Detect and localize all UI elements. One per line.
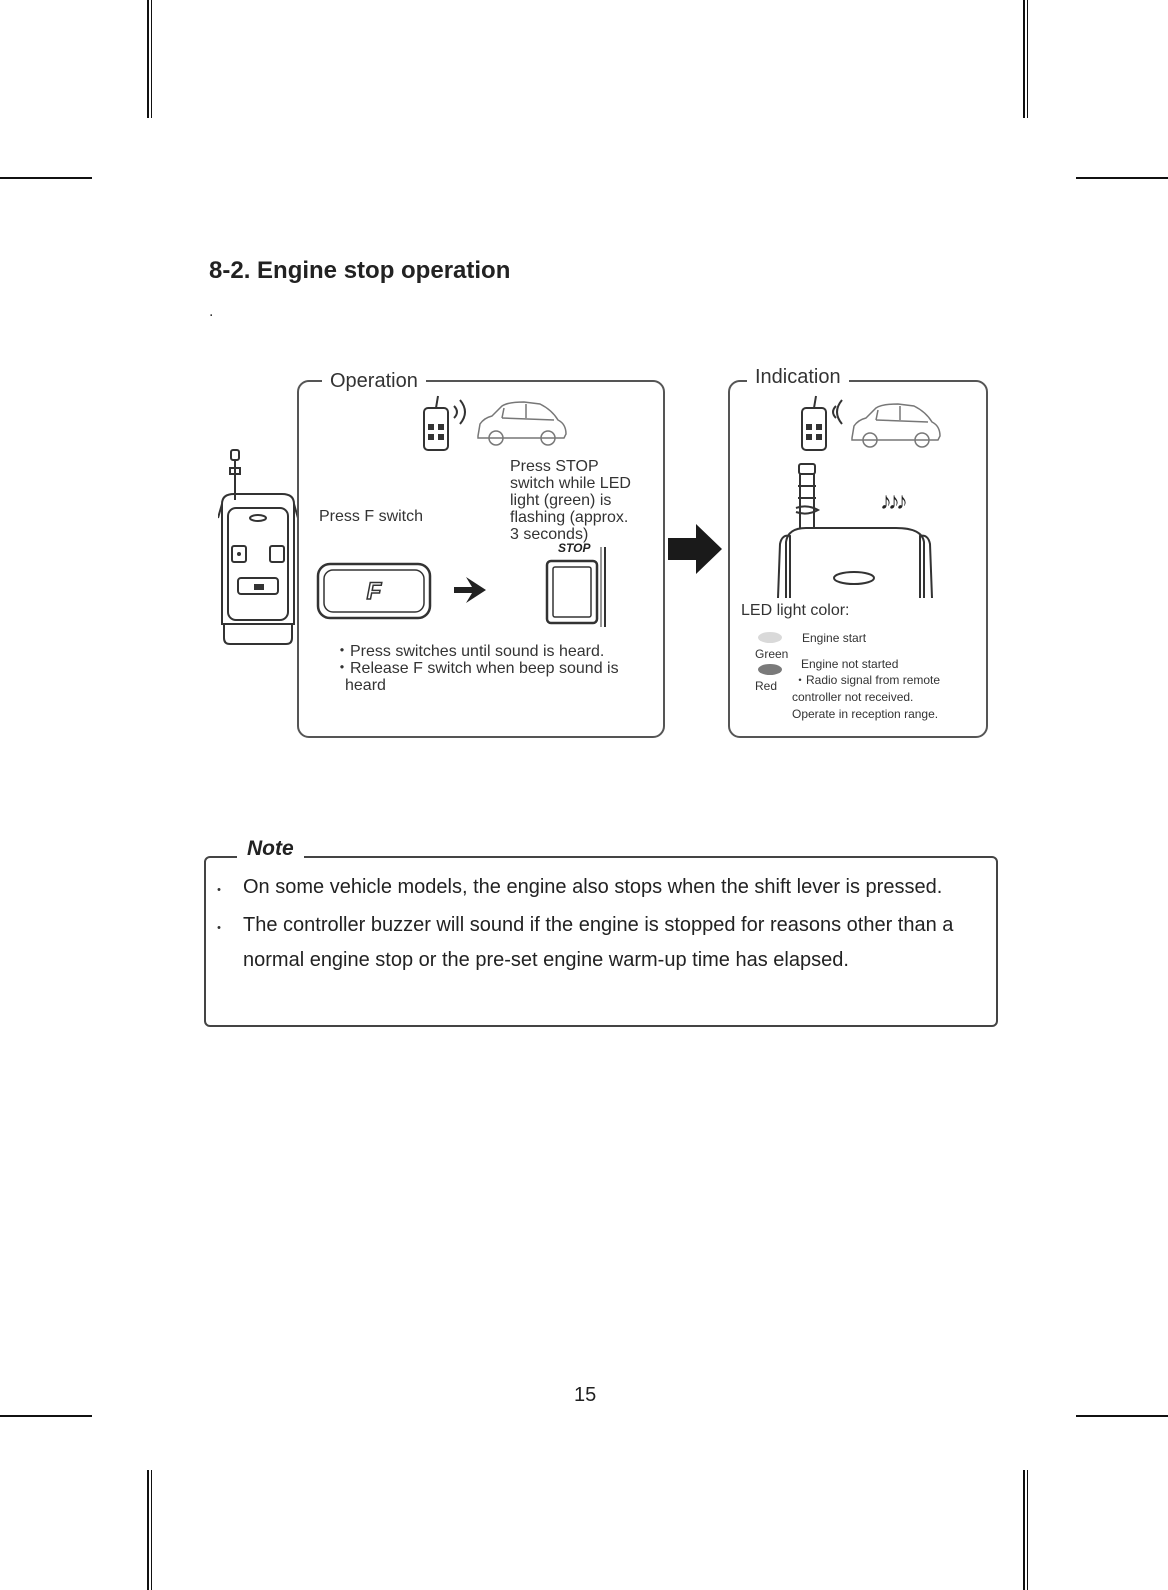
- stop-switch-key: [545, 547, 606, 627]
- stop-key-label: STOP: [558, 541, 591, 555]
- note-title: Note: [237, 837, 304, 861]
- engine-start-label: Engine start: [802, 631, 867, 645]
- instruction-line-2: ・Release F switch when beep sound is: [334, 660, 619, 677]
- crop-mark: [151, 0, 152, 118]
- instruction-line-1: ・Press switches until sound is heard.: [334, 643, 605, 660]
- page-number: 15: [574, 1384, 597, 1406]
- f-key-letter: F: [367, 578, 383, 605]
- crop-mark: [1076, 177, 1168, 179]
- press-f-instruction: Press F switch: [319, 508, 424, 525]
- radio-signal-line-2: controller not received.: [792, 690, 914, 704]
- instruction-line-3: heard: [345, 677, 386, 694]
- crop-mark: [147, 1470, 149, 1590]
- music-notes-icon: ♪♪♪: [880, 488, 908, 515]
- crop-mark: [1027, 1470, 1028, 1590]
- note-bullet-1: ・: [212, 882, 226, 898]
- note-line-2: The controller buzzer will sound if the …: [243, 914, 954, 936]
- crop-mark: [1023, 0, 1025, 118]
- remote-controller-illustration: [218, 449, 298, 645]
- crop-mark: [1027, 0, 1028, 118]
- operation-panel-label: Operation: [322, 370, 426, 393]
- car-icon-indication: [851, 403, 941, 448]
- f-switch-key: F: [316, 562, 432, 620]
- indication-panel-label: Indication: [747, 366, 849, 389]
- remote-transmit-icon: [423, 395, 466, 451]
- press-stop-line-5: 3 seconds): [510, 526, 589, 543]
- note-bullet-2: ・: [212, 920, 226, 936]
- section-title: 8-2. Engine stop operation: [209, 257, 511, 284]
- note-line-1: On some vehicle models, the engine also …: [243, 876, 943, 898]
- indication-panel: [728, 380, 988, 738]
- green-label: Green: [755, 647, 789, 661]
- led-color-title: LED light color:: [741, 602, 850, 619]
- operation-panel: [297, 380, 665, 738]
- crop-mark: [0, 177, 92, 179]
- led-green-indicator: [758, 632, 782, 643]
- big-arrow-right-icon: [668, 524, 722, 574]
- stray-dot: .: [209, 303, 214, 320]
- crop-mark: [151, 1470, 152, 1590]
- remote-receive-icon: [801, 395, 843, 451]
- radio-signal-line-1: ・Radio signal from remote: [794, 673, 941, 687]
- led-red-indicator: [758, 664, 782, 675]
- press-stop-line-1: Press STOP: [510, 458, 599, 475]
- crop-mark: [1023, 1470, 1025, 1590]
- press-stop-line-3: light (green) is: [510, 492, 612, 509]
- radio-signal-line-3: Operate in reception range.: [792, 707, 939, 721]
- engine-not-started-label: Engine not started: [801, 657, 899, 671]
- crop-mark: [1076, 1415, 1168, 1417]
- note-line-3: normal engine stop or the pre-set engine…: [243, 949, 849, 971]
- car-icon: [477, 401, 567, 446]
- note-box: [204, 856, 998, 1027]
- crop-mark: [0, 1415, 92, 1417]
- crop-mark: [147, 0, 149, 118]
- red-label: Red: [755, 679, 778, 693]
- press-stop-line-4: flashing (approx.: [510, 509, 629, 526]
- controller-top-illustration: [777, 463, 933, 598]
- press-stop-line-2: switch while LED: [510, 475, 631, 492]
- arrow-right-icon: [454, 577, 486, 603]
